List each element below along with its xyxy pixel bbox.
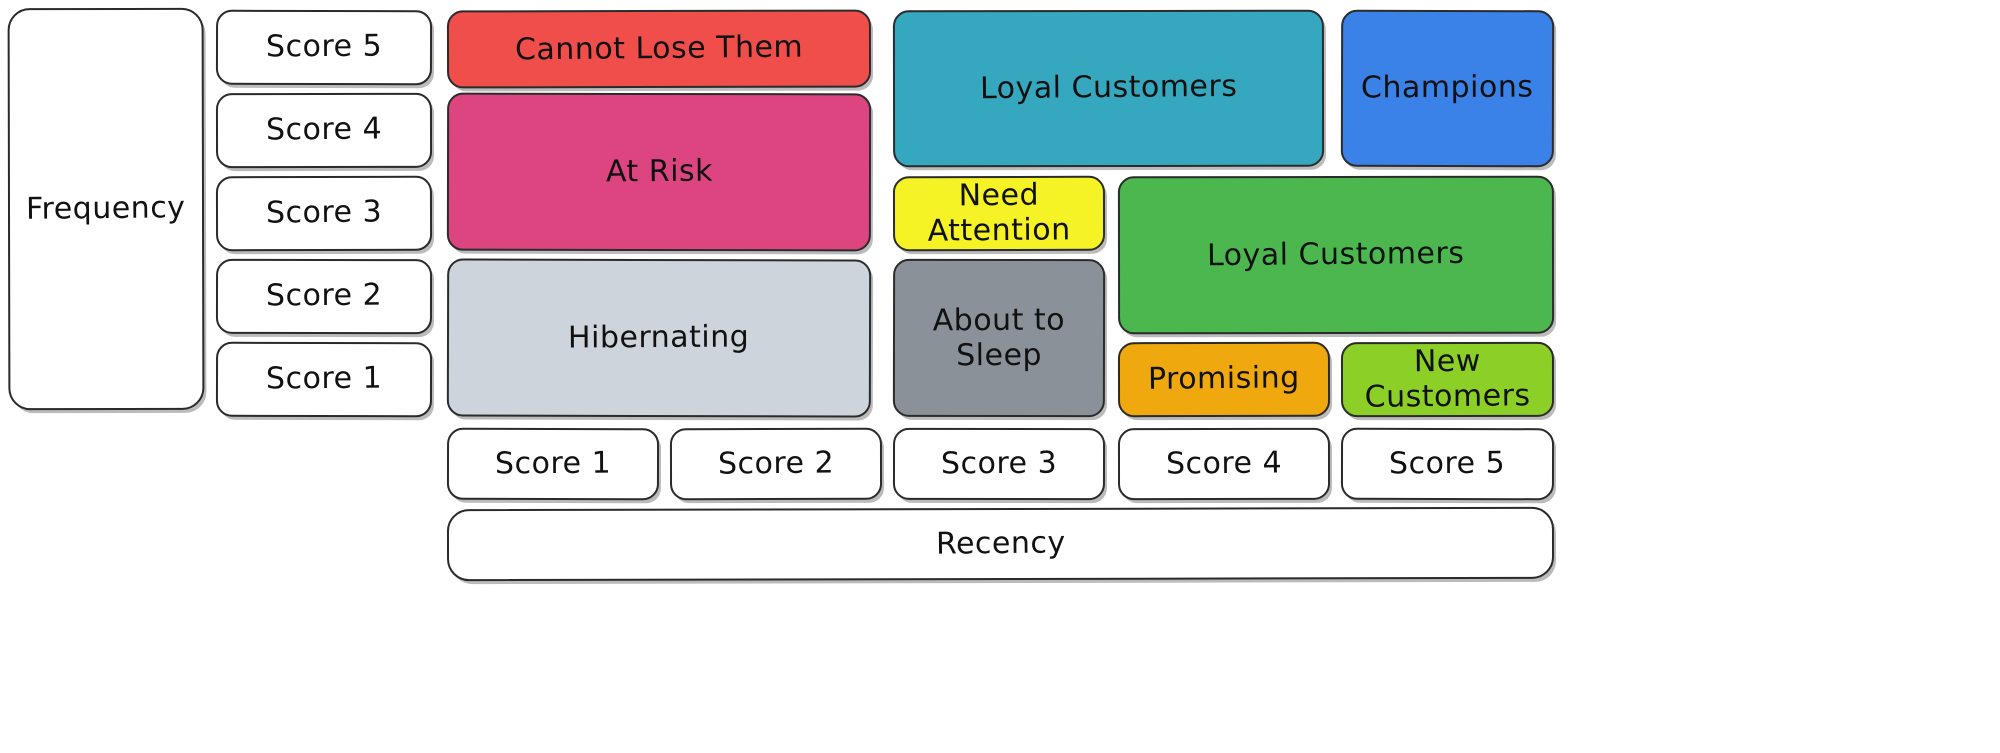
segment-hibernating[interactable]: Hibernating: [446, 258, 872, 418]
recency-score-3-label: Score 3: [940, 445, 1058, 482]
frequency-score-4[interactable]: Score 4: [215, 92, 433, 169]
recency-score-1[interactable]: Score 1: [446, 427, 660, 501]
segment-promising[interactable]: Promising: [1117, 341, 1331, 418]
segment-about-to-sleep[interactable]: About to Sleep: [892, 258, 1106, 418]
segment-loyal-customers-teal[interactable]: Loyal Customers: [892, 9, 1325, 168]
recency-score-1-label: Score 1: [494, 445, 612, 482]
frequency-score-3[interactable]: Score 3: [215, 175, 433, 252]
frequency-score-2-label: Score 2: [265, 277, 383, 314]
recency-axis-text: Recency: [935, 525, 1066, 562]
segment-at-risk-label: At Risk: [605, 153, 713, 190]
segment-loyal-customers-teal-label: Loyal Customers: [979, 69, 1238, 107]
segment-about-to-sleep-label: About to Sleep: [932, 302, 1066, 373]
frequency-score-4-label: Score 4: [265, 111, 383, 148]
frequency-score-5-label: Score 5: [265, 28, 383, 65]
segment-loyal-customers-green[interactable]: Loyal Customers: [1117, 175, 1555, 335]
frequency-score-2[interactable]: Score 2: [215, 258, 433, 335]
frequency-score-3-label: Score 3: [265, 194, 383, 231]
segment-at-risk[interactable]: At Risk: [446, 92, 872, 252]
recency-score-3[interactable]: Score 3: [892, 427, 1106, 501]
frequency-score-5[interactable]: Score 5: [215, 9, 433, 86]
segment-new-customers[interactable]: New Customers: [1340, 341, 1555, 418]
segment-champions[interactable]: Champions: [1340, 9, 1555, 168]
recency-score-5-label: Score 5: [1389, 445, 1506, 482]
recency-score-2-label: Score 2: [717, 445, 835, 482]
recency-score-4[interactable]: Score 4: [1117, 427, 1331, 501]
recency-score-2[interactable]: Score 2: [669, 427, 883, 501]
frequency-axis-text: Frequency: [26, 189, 186, 227]
segment-need-attention-label: Need Attention: [927, 177, 1071, 249]
segment-promising-label: Promising: [1147, 360, 1301, 398]
recency-axis-label: Recency: [446, 506, 1555, 582]
segment-new-customers-label: New Customers: [1364, 343, 1531, 415]
frequency-score-1-label: Score 1: [265, 360, 383, 397]
segment-hibernating-label: Hibernating: [568, 319, 750, 356]
frequency-axis-label: Frequency: [7, 7, 205, 411]
recency-score-5[interactable]: Score 5: [1340, 427, 1555, 501]
segment-need-attention[interactable]: Need Attention: [892, 175, 1106, 252]
frequency-score-1[interactable]: Score 1: [215, 341, 433, 418]
segment-cannot-lose-them[interactable]: Cannot Lose Them: [446, 9, 872, 89]
segment-loyal-customers-green-label: Loyal Customers: [1207, 235, 1465, 273]
segment-cannot-lose-them-label: Cannot Lose Them: [514, 29, 804, 68]
segment-champions-label: Champions: [1361, 69, 1534, 106]
recency-score-4-label: Score 4: [1165, 445, 1283, 482]
